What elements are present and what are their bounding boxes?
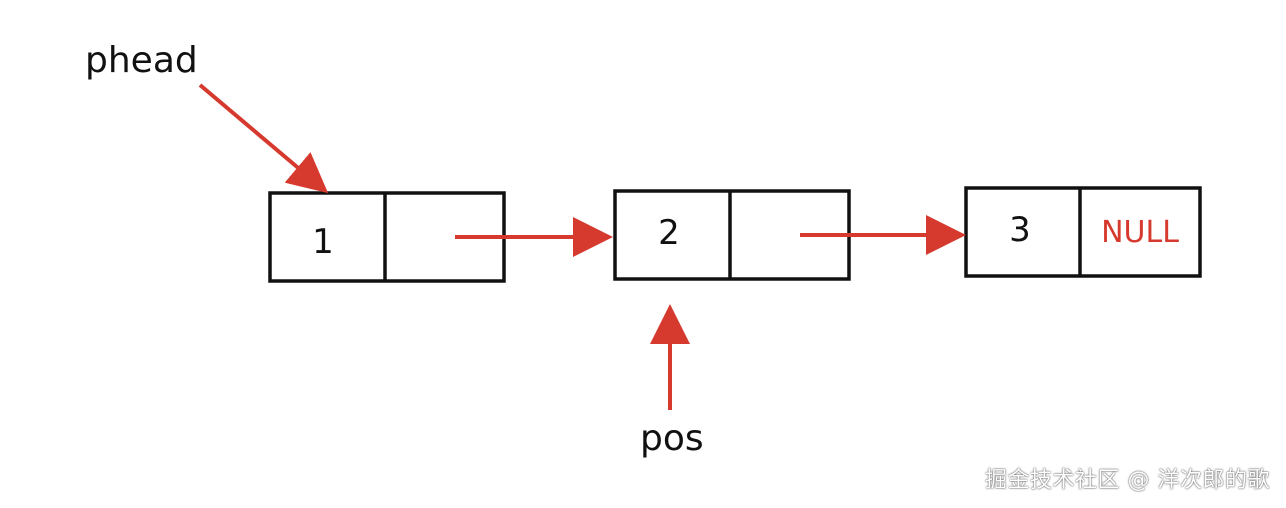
watermark: 掘金技术社区 @ 洋次郎的歌 <box>985 468 1270 493</box>
node-3-value: 3 <box>1009 210 1031 250</box>
node-1-value: 1 <box>312 222 334 262</box>
pos-label: pos <box>640 418 704 459</box>
phead-label: phead <box>85 40 198 81</box>
phead-arrow <box>198 83 329 194</box>
node-3-next: NULL <box>1101 215 1179 250</box>
node-3-box <box>964 186 1202 278</box>
node-2-value: 2 <box>658 213 680 253</box>
node-3: 3 NULL <box>964 186 1202 278</box>
